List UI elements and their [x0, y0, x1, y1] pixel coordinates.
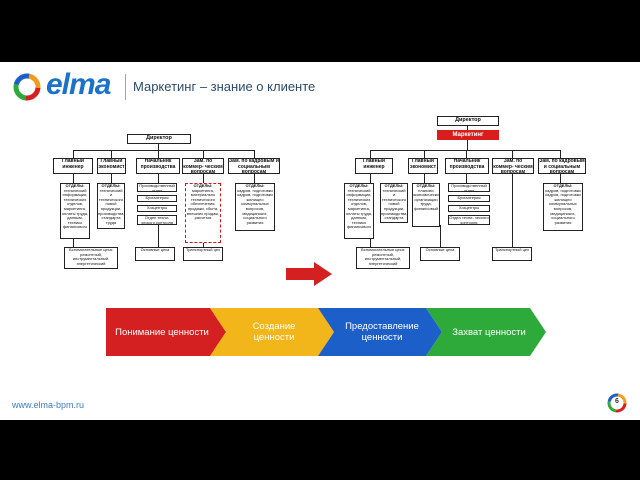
brand-name: elma [46, 68, 111, 101]
director-box-new: Директор [437, 116, 499, 126]
head-chief-engineer-new: Главный инженер [355, 158, 393, 174]
value-chain-step-3 [318, 308, 442, 356]
elma-logo-icon [13, 73, 41, 101]
service-housekeeping: Хозцентры [137, 205, 177, 212]
sub-transport-new: Транспортный цех [492, 247, 532, 261]
dept-hr-new: ОТДЕЛЫ:кадров, подготовки кадров, подгот… [543, 183, 583, 231]
service-accounting: Бухгалтерия [137, 195, 177, 202]
service-housekeeping-new: Хозцентры [448, 205, 490, 212]
dept-hr: ОТДЕЛЫ:кадров, подготовки кадров, подгот… [235, 183, 275, 231]
dept-commercial-highlighted: ОТДЕЛЫ:маркетинга, материально техническ… [185, 183, 221, 243]
head-chief-engineer: Главный инженер [53, 158, 93, 174]
service-production-new: Производственный отдел [448, 183, 490, 192]
value-chain-label-2: Создание ценности [252, 321, 296, 343]
page-number: 6 [615, 398, 619, 405]
value-chain-step-2 [210, 308, 334, 356]
sub-main-shops-new: Основные цеха [420, 247, 460, 261]
head-chief-economist: Главный экономист [97, 158, 126, 174]
slide: elma Маркетинг – знание о клиенте Директ… [0, 62, 640, 420]
service-production: Производственный отдел [137, 183, 177, 192]
sub-transport: Транспортный цех [183, 247, 223, 261]
service-accounting-new: Бухгалтерия [448, 195, 490, 202]
value-chain-step-4 [426, 308, 546, 356]
slide-title: Маркетинг – знание о клиенте [133, 79, 316, 94]
head-hr: Зам. по кадровым и социальным вопросам [228, 158, 280, 174]
head-chief-economist-new: Главный экономист [408, 158, 438, 174]
head-hr-new: Зам. по кадровым и социальным вопросам [538, 158, 586, 174]
head-commercial-new: Зам. по коммер- ческим вопросам [492, 158, 534, 174]
sub-main-shops: Основные цеха [135, 247, 175, 261]
dept-engineering: ОТДЕЛЫ:технический информации, техническ… [60, 183, 90, 239]
service-quality-new: Отдел техни- ческого контроля [448, 215, 490, 225]
head-production-new: Начальник производства [445, 158, 489, 174]
dept-planning-new: ОТДЕЛЫ:планово экономический, организаци… [412, 183, 440, 227]
director-box: Директор [127, 134, 191, 144]
sub-auxiliary-shops: Вспомогательные цеха: ремонтный, инструм… [64, 247, 118, 269]
value-chain-step-1 [106, 308, 226, 356]
website-link[interactable]: www.elma-bpm.ru [12, 400, 85, 410]
head-production: Начальник производства [136, 158, 180, 174]
service-quality: Отдел техни- ческого контроля [137, 215, 177, 225]
transition-arrow-icon [286, 262, 332, 286]
value-chain-label-1: Понимание ценности [115, 326, 209, 338]
head-commercial: Зам. по коммер- ческим вопросам [182, 158, 224, 174]
value-chain-label-4: Захват ценности [452, 326, 526, 338]
dept-engineering-new: ОТДЕЛЫ:технический информации, техническ… [344, 183, 374, 239]
dept-economics: ОТДЕЛЫ:технический и технического новой … [97, 183, 125, 229]
title-divider [125, 74, 126, 100]
page-badge-icon [607, 393, 627, 413]
value-chain-label-3: Предоставление ценности [345, 321, 419, 343]
sub-auxiliary-shops-new: Вспомогательные цеха: ремонтный, инструм… [356, 247, 410, 269]
dept-economics-new: ОТДЕЛЫ:технический и технического новой … [380, 183, 408, 223]
marketing-box: Маркетинг [437, 130, 499, 140]
